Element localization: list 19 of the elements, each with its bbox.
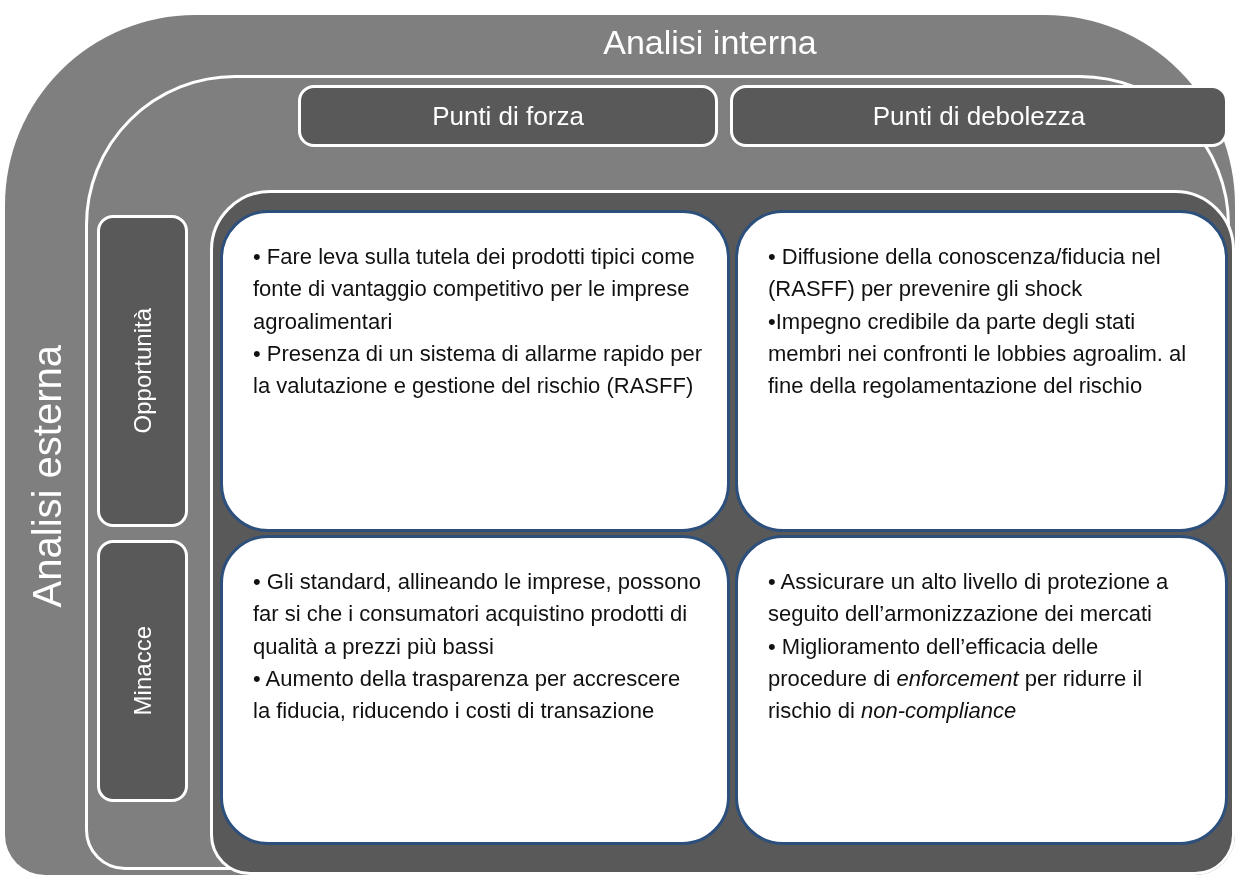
bullet-text: •Impegno credibile da parte degli stati membri nei confronti le lobbies agroalim. al fine della regolamentazione del rischio (768, 307, 1188, 401)
section-title: Analisi esterna (25, 345, 70, 608)
bullet-text: • Gli standard, allineando le imprese, possono far si che i consumatori acquistino prodotti di qualità a prezzi più bassi (253, 568, 702, 661)
quadrant-card (220, 210, 730, 532)
bullet-text: • Diffusione della conoscenza/fiducia nel (RASFF) per prevenire gli shock (768, 243, 1162, 304)
quadrant-card (735, 210, 1228, 532)
row-header: Minacce (97, 540, 188, 802)
bullet-text: • Aumento della trasparenza per accrescere la fiducia, riducendo i costi di transazione (253, 665, 682, 726)
quadrant-card (220, 535, 730, 845)
column-header: Punti di forza (298, 85, 718, 147)
bullet-text: • Presenza di un sistema di allarme rapido per la valutazione e gestione del rischio (RASFF) (253, 340, 703, 401)
bullet-text: • Fare leva sulla tutela dei prodotti tipici come fonte di vantaggio competitivo per le imprese agroalimentari (253, 243, 696, 336)
bullet-text: • Assicurare un alto livello di protezione a seguito dell’armonizzazione dei mercati (768, 568, 1170, 629)
bullet-text: • Miglioramento dell’efficacia delle procedure di enforcement per ridurre il rischio di non-compliance (768, 632, 1144, 726)
quadrant-card (735, 535, 1228, 845)
row-header: Opportunità (97, 215, 188, 527)
outer-panel (5, 15, 1235, 875)
column-header: Punti di debolezza (730, 85, 1228, 147)
section-title: Analisi interna (602, 23, 818, 62)
